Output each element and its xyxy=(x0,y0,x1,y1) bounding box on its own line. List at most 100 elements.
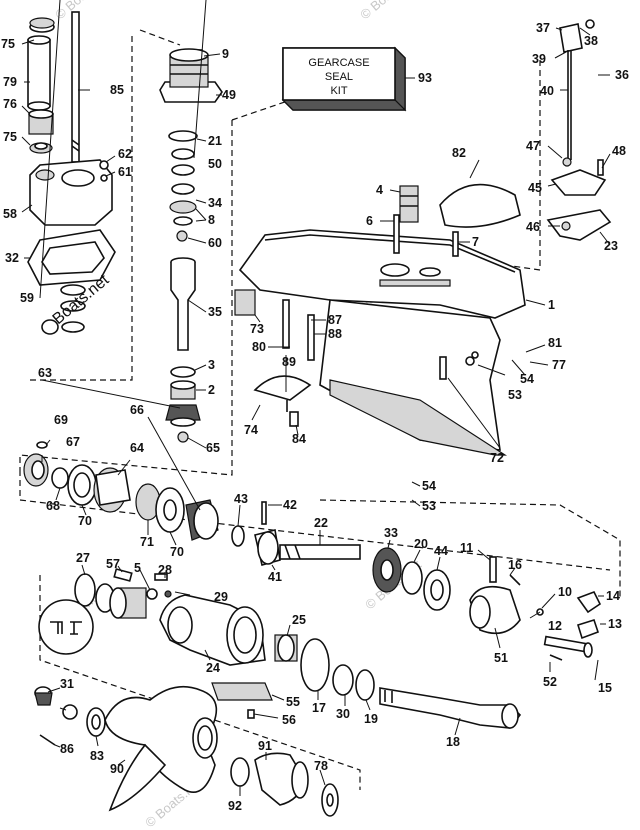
callout-13: 13 xyxy=(608,617,622,631)
callout-3: 3 xyxy=(208,358,215,372)
callout-90: 90 xyxy=(110,762,124,776)
callout-36: 36 xyxy=(615,68,629,82)
callout-71: 71 xyxy=(140,535,154,549)
callout-81: 81 xyxy=(548,336,562,350)
callout-11: 11 xyxy=(460,541,473,555)
callout-labels: 75 79 85 76 75 62 61 58 32 59 9 49 21 50… xyxy=(1,21,629,813)
callout-61: 61 xyxy=(118,165,132,179)
callout-70a: 70 xyxy=(78,514,92,528)
callout-28: 28 xyxy=(158,563,172,577)
callout-8: 8 xyxy=(208,213,215,227)
callout-50: 50 xyxy=(208,157,222,171)
leader-lines xyxy=(21,0,611,796)
callout-63: 63 xyxy=(38,366,52,380)
driveshaft-group xyxy=(27,11,116,335)
callout-65: 65 xyxy=(206,441,220,455)
callout-88: 88 xyxy=(328,327,342,341)
callout-40: 40 xyxy=(540,84,554,98)
callout-44: 44 xyxy=(434,544,448,558)
propeller-group xyxy=(34,685,339,817)
callout-29: 29 xyxy=(214,590,228,604)
callout-38: 38 xyxy=(584,34,598,48)
callout-16: 16 xyxy=(508,558,522,572)
callout-47: 47 xyxy=(526,139,540,153)
callout-12: 12 xyxy=(548,619,562,633)
callout-5: 5 xyxy=(134,561,141,575)
callout-46: 46 xyxy=(526,220,540,234)
callout-79: 79 xyxy=(3,75,17,89)
callout-93: 93 xyxy=(418,71,432,85)
callout-9: 9 xyxy=(222,47,229,61)
kit-box-line-3: KIT xyxy=(330,85,347,97)
callout-35: 35 xyxy=(208,305,222,319)
callout-31: 31 xyxy=(60,677,74,691)
callout-84: 84 xyxy=(292,432,306,446)
callout-83: 83 xyxy=(90,749,104,763)
callout-1: 1 xyxy=(548,298,555,312)
callout-53a: 53 xyxy=(508,388,522,402)
callout-14: 14 xyxy=(606,589,620,603)
callout-24: 24 xyxy=(206,661,220,675)
callout-92: 92 xyxy=(228,799,242,813)
callout-33: 33 xyxy=(384,526,398,540)
callout-86: 86 xyxy=(60,742,74,756)
callout-7: 7 xyxy=(472,235,479,249)
callout-30: 30 xyxy=(336,707,350,721)
callout-45: 45 xyxy=(528,181,542,195)
callout-56: 56 xyxy=(282,713,296,727)
callout-27: 27 xyxy=(76,551,90,565)
callout-58: 58 xyxy=(3,207,17,221)
kit-box-line-2: SEAL xyxy=(325,71,353,83)
forward-gear-group xyxy=(23,441,267,547)
callout-78: 78 xyxy=(314,759,328,773)
callout-17: 17 xyxy=(312,701,326,715)
callout-55: 55 xyxy=(286,695,300,709)
callout-54b: 54 xyxy=(422,479,436,493)
callout-34: 34 xyxy=(208,196,222,210)
callout-22: 22 xyxy=(314,516,328,530)
callout-32: 32 xyxy=(5,251,19,265)
dashed-propshaft-line xyxy=(19,470,611,571)
callout-70b: 70 xyxy=(170,545,184,559)
dashed-shift-group xyxy=(469,60,541,271)
callout-57: 57 xyxy=(106,557,120,571)
callout-52: 52 xyxy=(543,675,557,689)
callout-51: 51 xyxy=(494,651,508,665)
propeller-shaft xyxy=(379,687,522,729)
callout-23: 23 xyxy=(604,239,618,253)
callout-75b: 75 xyxy=(3,130,17,144)
callout-66: 66 xyxy=(130,403,144,417)
pinion-bearing-group xyxy=(159,48,223,443)
callout-2: 2 xyxy=(208,383,215,397)
callout-75a: 75 xyxy=(1,37,15,51)
callout-91: 91 xyxy=(258,739,272,753)
callout-6: 6 xyxy=(366,214,373,228)
callout-25: 25 xyxy=(292,613,306,627)
callout-76: 76 xyxy=(3,97,17,111)
callout-60: 60 xyxy=(208,236,222,250)
callout-10: 10 xyxy=(558,585,572,599)
dashed-driveshaft-group xyxy=(30,29,181,381)
callout-48: 48 xyxy=(612,144,626,158)
callout-72: 72 xyxy=(490,451,504,465)
callout-53b: 53 xyxy=(422,499,436,513)
detail-inset-circle xyxy=(38,599,94,655)
callout-21: 21 xyxy=(208,134,222,148)
callout-39: 39 xyxy=(532,52,546,66)
callout-54a: 54 xyxy=(520,372,534,386)
callout-89: 89 xyxy=(282,355,296,369)
callout-62: 62 xyxy=(118,147,132,161)
callout-59: 59 xyxy=(20,291,34,305)
callout-42: 42 xyxy=(283,498,297,512)
bearing-retainer-group xyxy=(74,568,375,719)
callout-43: 43 xyxy=(234,492,248,506)
callout-64: 64 xyxy=(130,441,144,455)
callout-19: 19 xyxy=(364,712,378,726)
callout-68: 68 xyxy=(46,499,60,513)
callout-49: 49 xyxy=(222,88,236,102)
dashed-housing-group xyxy=(231,89,621,600)
callout-18: 18 xyxy=(446,735,460,749)
callout-85: 85 xyxy=(110,83,124,97)
